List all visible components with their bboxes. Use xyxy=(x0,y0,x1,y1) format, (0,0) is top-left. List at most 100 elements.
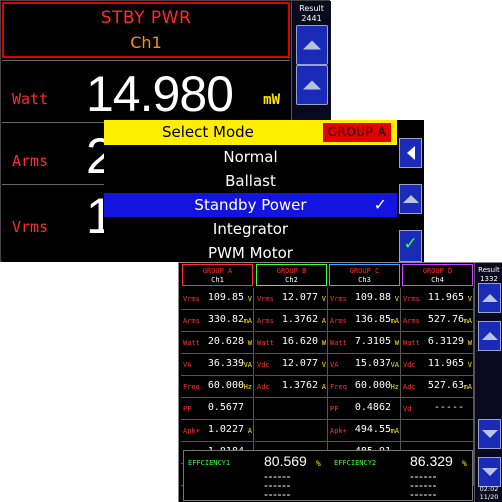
cell-label: Vdc xyxy=(257,361,270,369)
mode-option-label: Integrator xyxy=(212,220,289,238)
cell-label: Arms xyxy=(257,317,274,325)
page-up-button[interactable] xyxy=(478,321,501,351)
cell-unit: mA xyxy=(463,383,472,391)
cell-label: Arms xyxy=(183,317,200,325)
mode-option-ballast[interactable]: Ballast xyxy=(104,169,397,193)
cell-label: Watt xyxy=(183,339,200,347)
result-counter: Result 1332 xyxy=(475,266,502,284)
efficiency-value: 80.569 xyxy=(264,453,307,469)
measurement-cell[interactable] xyxy=(255,420,328,442)
cell-value: 11.965 xyxy=(427,358,464,369)
efficiency-value: 86.329 xyxy=(410,453,453,469)
scroll-down-button[interactable] xyxy=(478,419,501,449)
cell-label: Apk+ xyxy=(183,427,200,435)
confirm-button[interactable]: ✓ xyxy=(399,230,422,262)
cell-label: Watt xyxy=(330,339,347,347)
channel-label: Ch1 xyxy=(130,33,162,52)
cell-unit: V xyxy=(321,295,326,303)
cell-value: 20.628 xyxy=(207,336,244,347)
measurement-row-watt: Watt 14.980 mW xyxy=(2,60,290,122)
dialog-title: Select Mode xyxy=(162,123,254,141)
cell-label: Vrms xyxy=(183,295,200,303)
back-button[interactable] xyxy=(399,138,422,168)
efficiency-dashes: ------ xyxy=(264,478,291,492)
cell-unit: mA xyxy=(390,427,399,435)
group-channel: Ch4 xyxy=(431,276,444,284)
mode-option-label: Ballast xyxy=(225,172,276,190)
page-up-button[interactable] xyxy=(296,65,328,105)
cell-label: Freq xyxy=(330,383,347,391)
cell-label: PF xyxy=(330,405,339,413)
cell-label: Watt xyxy=(257,339,274,347)
efficiency-dashes: ------ xyxy=(410,487,437,501)
clock: 02:02 11/20 xyxy=(475,485,502,501)
mode-option-pwm-motor[interactable]: PWM Motor xyxy=(104,241,397,262)
cell-unit: VA xyxy=(243,361,252,369)
measurement-cell[interactable]: Vd----- xyxy=(401,398,474,420)
cell-label: Arms xyxy=(403,317,420,325)
result-count: 1332 xyxy=(480,275,498,283)
measurement-cell[interactable] xyxy=(401,420,474,442)
cell-value: 494.55 xyxy=(354,424,391,435)
result-label: Result xyxy=(299,4,324,13)
group-name: GROUP A xyxy=(202,267,233,275)
mode-option-normal[interactable]: Normal xyxy=(104,145,397,169)
cell-unit: V xyxy=(467,295,472,303)
page-down-button[interactable] xyxy=(478,457,501,487)
measurement-cell[interactable] xyxy=(255,398,328,420)
efficiency-dashes: ------ xyxy=(264,487,291,501)
cell-value: 109.85 xyxy=(207,292,244,303)
result-count: 2441 xyxy=(301,14,322,23)
scroll-up-button[interactable] xyxy=(478,283,501,313)
cell-unit: A xyxy=(247,427,252,435)
mode-header[interactable]: STBY PWR Ch1 xyxy=(2,2,290,58)
mode-option-integrator[interactable]: Integrator xyxy=(104,217,397,241)
mode-option-standby-power[interactable]: Standby Power ✓ xyxy=(104,193,397,217)
cell-value: 15.037 xyxy=(354,358,391,369)
cell-label: Adc xyxy=(257,383,270,391)
cell-label: Arms xyxy=(330,317,347,325)
cell-unit: W xyxy=(247,339,252,347)
dialog-side-buttons: ✓ xyxy=(397,120,424,262)
check-icon: ✓ xyxy=(403,234,418,254)
cell-value: 60.000 xyxy=(354,380,391,391)
arrow-up-icon xyxy=(303,40,321,50)
cell-label: Vrms xyxy=(403,295,420,303)
efficiency-unit: % xyxy=(462,459,467,468)
cell-unit: mA xyxy=(390,317,399,325)
select-mode-dialog: Select Mode GROUP A Normal Ballast Stand… xyxy=(104,120,424,262)
dialog-up-button[interactable] xyxy=(399,184,422,214)
cell-label: Vrms xyxy=(330,295,347,303)
scroll-up-button[interactable] xyxy=(296,25,328,65)
group-badge[interactable]: GROUP A xyxy=(323,123,391,142)
